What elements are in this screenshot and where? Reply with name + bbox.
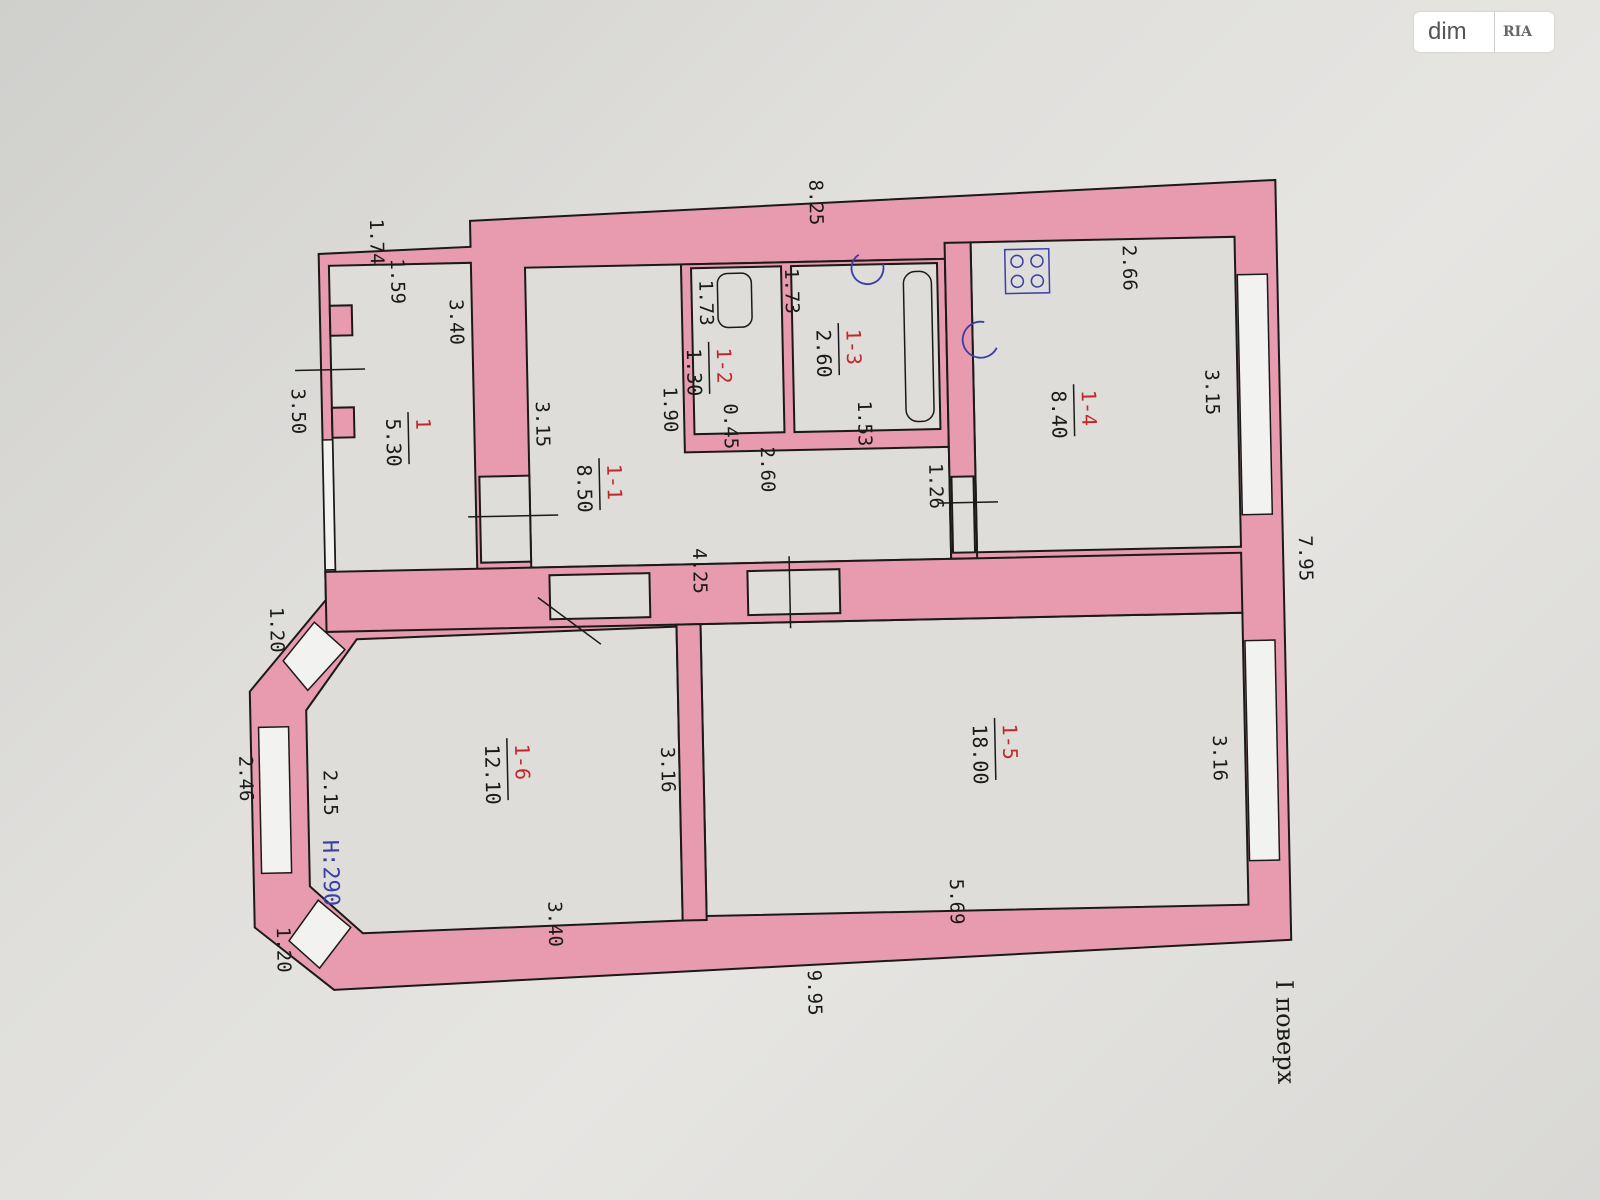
toilet-bowl xyxy=(716,272,753,329)
svg-text:1: 1 xyxy=(411,418,435,431)
door-kitchen xyxy=(950,475,977,554)
dim-right-total: 7.95 xyxy=(1294,535,1317,581)
height-note: H:290 xyxy=(317,840,343,907)
svg-text:8.50: 8.50 xyxy=(572,464,597,513)
dim-kitchen-w: 2.66 xyxy=(1118,245,1141,291)
room-kitchen xyxy=(969,235,1243,554)
dim-hall-width: 4.25 xyxy=(688,548,711,594)
door-hall-living xyxy=(746,568,842,617)
room-label-1-6: 1-6 12.10 xyxy=(480,738,535,805)
dim-bath-w: 1.73 xyxy=(780,268,803,314)
partition-bedrooms xyxy=(675,623,708,922)
svg-text:1-6: 1-6 xyxy=(510,744,535,781)
svg-text:5.30: 5.30 xyxy=(381,418,406,467)
watermark-brand: dim xyxy=(1428,18,1467,45)
door-balcony xyxy=(478,474,533,564)
dim-balcony-depth: 3.40 xyxy=(445,299,468,345)
svg-text:1-1: 1-1 xyxy=(602,464,627,501)
svg-text:1-4: 1-4 xyxy=(1077,390,1102,427)
svg-text:2.60: 2.60 xyxy=(811,329,836,378)
room-bath xyxy=(789,262,942,434)
room-toilet xyxy=(690,265,786,436)
dim-hall-niche: 1.90 xyxy=(659,386,682,432)
svg-text:12.10: 12.10 xyxy=(480,744,505,805)
svg-text:18.00: 18.00 xyxy=(968,724,993,785)
dim-toilet-w: 1.73 xyxy=(694,280,717,326)
svg-text:1.30: 1.30 xyxy=(682,348,707,397)
room-label-1-3: 1-3 2.60 xyxy=(811,323,866,378)
svg-text:8.40: 8.40 xyxy=(1047,390,1072,439)
dim-kitchen-right: 3.15 xyxy=(1200,369,1223,415)
dim-top-total: 8.25 xyxy=(804,179,827,225)
window-bay-top xyxy=(282,621,347,692)
dim-room5-bottom: 5.69 xyxy=(945,879,968,925)
dim-bath-len: 1.53 xyxy=(853,400,876,446)
svg-text:1-2: 1-2 xyxy=(712,347,737,384)
window-balcony xyxy=(321,438,337,571)
room-label-1-4: 1-4 8.40 xyxy=(1047,384,1102,439)
window-living xyxy=(1244,639,1281,862)
dim-room6-bottom: 3.40 xyxy=(543,901,566,947)
watermark-sub: RIA xyxy=(1494,12,1532,52)
boiler-symbol xyxy=(961,320,998,359)
dim-hall-side: 3.15 xyxy=(531,401,554,447)
stove xyxy=(1003,247,1051,295)
window-bay-bottom xyxy=(288,899,352,970)
dim-niche-w: 0.45 xyxy=(719,403,742,449)
room-label-1-1: 1-1 8.50 xyxy=(572,458,627,513)
svg-text:1-3: 1-3 xyxy=(841,329,866,366)
room-label-1: 1 5.30 xyxy=(381,412,435,467)
window-kitchen xyxy=(1236,273,1274,516)
room-label-1-2: 1-2 1.30 xyxy=(682,341,737,397)
sink-symbol xyxy=(850,253,885,286)
dim-balcony-side: 3.50 xyxy=(286,388,309,434)
dim-top-balcony: 1.74 xyxy=(365,219,388,265)
svg-text:1-5: 1-5 xyxy=(998,723,1023,760)
dim-kitchen-door: 1.26 xyxy=(924,463,947,509)
bathtub xyxy=(902,270,935,423)
room-label-1-5: 1-5 18.00 xyxy=(968,717,1023,785)
dim-balcony-inner: 1.59 xyxy=(386,258,409,304)
dim-wc-bath-total: 2.60 xyxy=(756,446,779,492)
dim-bottom-total: 9.95 xyxy=(803,970,826,1016)
door-hall-bedroom xyxy=(548,572,652,621)
dim-room6-right: 3.16 xyxy=(656,747,679,793)
dim-bay-outer: 2.46 xyxy=(234,755,257,801)
dim-bay-inner: 2.15 xyxy=(318,770,341,816)
dim-room5-right: 3.16 xyxy=(1208,735,1231,781)
floor-label: I поверх xyxy=(1270,980,1300,1085)
window-bay-center xyxy=(257,725,293,875)
dim-bay-small-bottom: 1.20 xyxy=(272,927,295,973)
dim-bay-small-top: 1.20 xyxy=(265,607,288,653)
dim-ria-watermark: dim RIA xyxy=(1414,12,1554,52)
